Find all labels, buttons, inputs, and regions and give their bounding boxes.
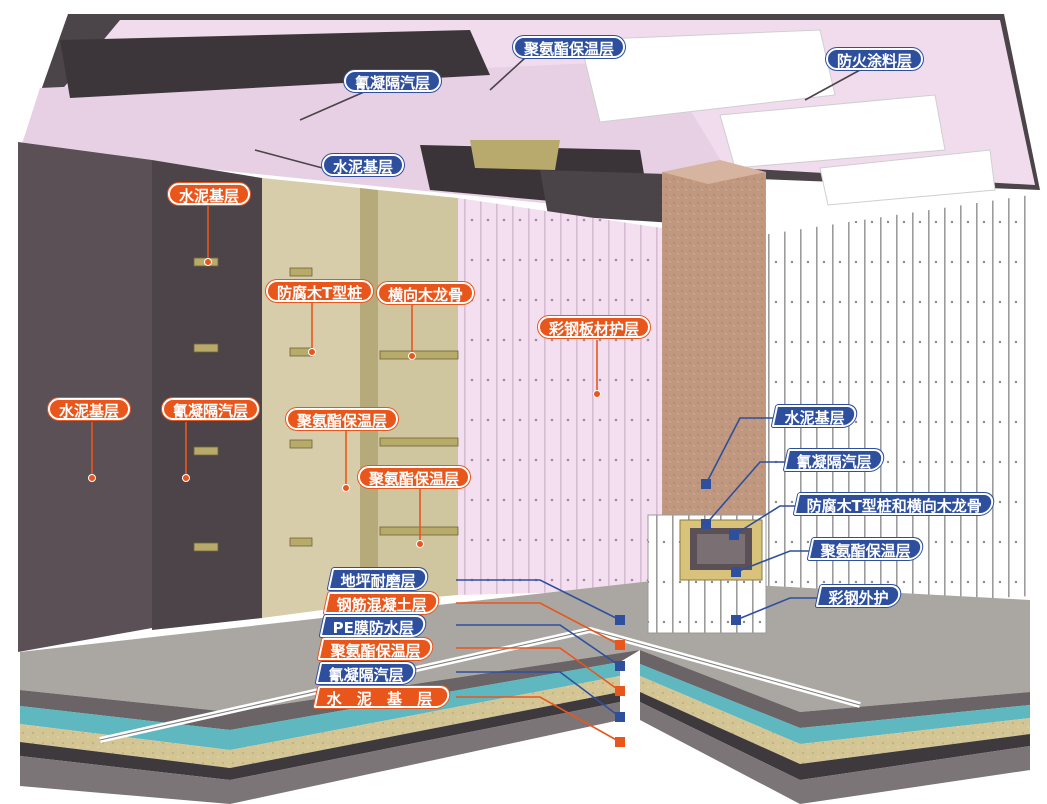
wall-steel-cladding xyxy=(458,198,662,595)
label-floor-cement: 水 泥 基 层 xyxy=(313,686,452,708)
label-column-vapor-text: 氰凝隔汽层 xyxy=(796,453,872,471)
label-floor-pu: 聚氨酯保温层 xyxy=(317,638,435,660)
label-column-pile-keel: 防腐木T型桩和横向木龙骨 xyxy=(793,493,996,515)
wall-keel-panel xyxy=(378,190,458,602)
label-ceiling-cement: 水泥基层 xyxy=(322,154,405,176)
ceiling-beam xyxy=(819,149,996,206)
wall-cement-panel xyxy=(152,160,262,630)
label-wall-pu-2: 聚氨酯保温层 xyxy=(358,466,471,488)
label-floor-pu-text: 聚氨酯保温层 xyxy=(330,642,421,660)
floor-pe-layer xyxy=(20,662,620,750)
label-column-pile-keel-text: 防腐木T型桩和横向木龙骨 xyxy=(806,497,982,515)
floor-pu-layer xyxy=(20,676,620,768)
label-floor-rebar: 钢筋混凝土层 xyxy=(323,592,441,614)
label-column-steel-outer: 彩钢外护 xyxy=(815,585,903,607)
label-ceiling-vapor: 氰凝隔汽层 xyxy=(344,70,442,92)
label-column-cement: 水泥基层 xyxy=(771,405,859,427)
label-floor-wear-text: 地坪耐磨层 xyxy=(340,572,416,590)
ceiling-beam xyxy=(719,94,946,169)
floor-cement-layer xyxy=(20,702,620,804)
label-wall-pu-1: 聚氨酯保温层 xyxy=(286,408,399,430)
label-column-pu: 聚氨酯保温层 xyxy=(807,538,925,560)
label-wall-vapor: 氰凝隔汽层 xyxy=(162,398,260,420)
label-floor-vapor: 氰凝隔汽层 xyxy=(315,662,418,684)
label-floor-cement-text: 水 泥 基 层 xyxy=(326,690,438,708)
label-wall-t-pile: 防腐木T型桩 xyxy=(266,280,374,302)
label-floor-rebar-text: 钢筋混凝土层 xyxy=(336,596,427,614)
label-ceiling-polyurethane: 聚氨酯保温层 xyxy=(513,36,626,58)
label-floor-pe-text: PE膜防水层 xyxy=(332,619,414,637)
wall-pu-panel xyxy=(262,178,360,618)
label-floor-pe: PE膜防水层 xyxy=(319,615,428,637)
label-column-cement-text: 水泥基层 xyxy=(784,409,845,427)
label-floor-vapor-text: 氰凝隔汽层 xyxy=(328,666,404,684)
label-wall-wood-keel: 横向木龙骨 xyxy=(377,282,475,304)
label-wall-cement-panel: 水泥基层 xyxy=(168,183,251,205)
label-ceiling-fireproof: 防火涂料层 xyxy=(826,48,924,70)
label-column-vapor: 氰凝隔汽层 xyxy=(783,449,886,471)
label-column-steel-outer-text: 彩钢外护 xyxy=(828,589,889,607)
label-column-pu-text: 聚氨酯保温层 xyxy=(820,542,911,560)
label-floor-wear: 地坪耐磨层 xyxy=(327,568,430,590)
label-wall-cement-outer: 水泥基层 xyxy=(48,398,131,420)
wall-cement-base xyxy=(18,142,152,652)
ceiling-beam xyxy=(579,29,836,123)
label-wall-steel-cladding: 彩钢板材护层 xyxy=(538,316,651,338)
